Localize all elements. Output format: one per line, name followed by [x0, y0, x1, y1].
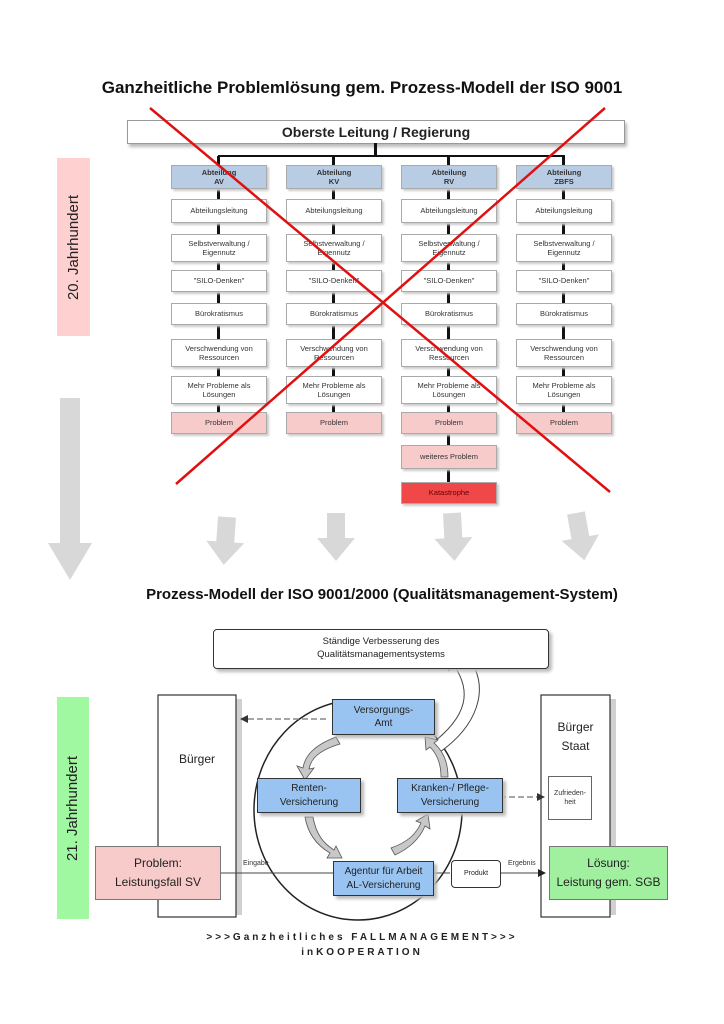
- org-chart-box: "SILO-Denken": [171, 270, 267, 292]
- small-arrow-icon: [434, 512, 473, 561]
- problem-line-1: Problem:: [133, 855, 183, 870]
- department-header-line: KV: [328, 177, 340, 186]
- catastrophe-box: Katastrophe: [401, 482, 497, 504]
- satisfaction-line-1: Zufrieden-: [554, 789, 586, 797]
- problem-box: weiteres Problem: [401, 445, 497, 469]
- rentenversicherung-line-1: Renten-: [291, 783, 327, 794]
- century-20-label: 20. Jahrhundert: [57, 158, 90, 336]
- result-label: Ergebnis: [508, 860, 536, 867]
- cross-line-1: [149, 107, 611, 493]
- right-column-label: Bürger Staat: [541, 718, 610, 756]
- org-chart-box: Abteilungsleitung: [171, 199, 267, 223]
- krankenversicherung-line-1: Kranken-/ Pflege-: [411, 783, 489, 794]
- org-chart-box: "SILO-Denken": [516, 270, 612, 292]
- cycle-arrow-icon: [424, 736, 449, 778]
- krankenversicherung-box: Kranken-/ Pflege- Versicherung: [397, 778, 503, 813]
- cycle-arrow-icon: [390, 813, 431, 856]
- satisfaction-line-2: heit: [564, 799, 576, 806]
- solution-box: Lösung: Leistung gem. SGB: [549, 846, 668, 900]
- department-header-line: RV: [443, 177, 455, 186]
- arrow-head-icon: [240, 715, 248, 723]
- department-header-line: ZBFS: [554, 177, 574, 186]
- krankenversicherung-line-2: Versicherung: [420, 796, 480, 808]
- problem-box: Problem: [516, 412, 612, 434]
- org-chart-box: Selbstverwaltung / Eigennutz: [516, 234, 612, 262]
- footer-line-2: inKOOPERATION: [301, 947, 423, 958]
- solution-line-2: Leistung gem. SGB: [556, 875, 661, 889]
- improvement-box: Ständige Verbesserung des Qualitätsmanag…: [213, 629, 549, 669]
- problem-line-2: Leistungsfall SV: [114, 875, 202, 889]
- department-header-line: Abteilung: [546, 167, 582, 177]
- rentenversicherung-box: Renten- Versicherung: [257, 778, 361, 813]
- right-label-line-1: Bürger: [557, 720, 594, 734]
- connector: [218, 155, 565, 157]
- cycle-arrow-icon: [296, 736, 341, 781]
- org-chart-box: Bürokratismus: [401, 303, 497, 325]
- org-chart-box: Mehr Probleme als Lösungen: [401, 376, 497, 404]
- agentur-line-2: AL-Versicherung: [346, 879, 421, 891]
- right-label-line-2: Staat: [561, 739, 590, 754]
- big-down-arrow-icon: [48, 398, 92, 580]
- versorgungsamt-line-2: Amt: [374, 718, 393, 729]
- org-chart-box: "SILO-Denken": [401, 270, 497, 292]
- solution-line-1: Lösung:: [587, 855, 630, 870]
- org-chart-box: Verschwendung von Ressourcen: [286, 339, 382, 367]
- product-box: Produkt: [451, 860, 501, 888]
- problem-box: Problem: Leistungsfall SV: [95, 846, 221, 900]
- cross-line-2: [175, 107, 606, 485]
- input-label: Eingabe: [243, 860, 269, 867]
- org-chart-box: Abteilungsleitung: [286, 199, 382, 223]
- problem-box: Problem: [171, 412, 267, 434]
- org-chart-box: Bürokratismus: [171, 303, 267, 325]
- top-management-box: Oberste Leitung / Regierung: [127, 120, 625, 144]
- org-chart-box: Verschwendung von Ressourcen: [171, 339, 267, 367]
- versorgungsamt-line-1: Versorgungs-: [353, 704, 414, 716]
- problem-box: Problem: [286, 412, 382, 434]
- versorgungsamt-box: Versorgungs- Amt: [332, 699, 435, 735]
- agentur-fuer-arbeit-box: Agentur für Arbeit AL-Versicherung: [333, 861, 434, 896]
- problem-box: Problem: [401, 412, 497, 434]
- org-chart-box: "SILO-Denken": [286, 270, 382, 292]
- transition-arrows: [48, 398, 600, 580]
- satisfaction-box: Zufrieden- heit: [548, 776, 592, 820]
- improvement-line-1: Ständige Verbesserung des: [322, 636, 440, 648]
- org-chart-box: Abteilungsleitung: [516, 199, 612, 223]
- department-header-line: Abteilung: [316, 167, 352, 177]
- org-chart-box: Verschwendung von Ressourcen: [516, 339, 612, 367]
- cycle-arrow-icon: [304, 816, 343, 859]
- sub-title: Prozess-Modell der ISO 9001/2000 (Qualit…: [146, 586, 618, 603]
- org-chart-box: Selbstverwaltung / Eigennutz: [171, 234, 267, 262]
- org-chart-box: Mehr Probleme als Lösungen: [516, 376, 612, 404]
- rentenversicherung-line-2: Versicherung: [279, 796, 339, 808]
- footer-line-1: >>>Ganzheitliches FALLMANAGEMENT>>>: [206, 932, 518, 943]
- small-arrow-icon: [317, 513, 355, 561]
- small-arrow-icon: [206, 516, 245, 565]
- org-chart-box: Bürokratismus: [286, 303, 382, 325]
- cross-out-mark: [149, 107, 611, 493]
- small-arrow-icon: [561, 511, 600, 561]
- org-chart-box: Bürokratismus: [516, 303, 612, 325]
- department-header-line: Abteilung: [431, 167, 467, 177]
- agentur-line-1: Agentur für Arbeit: [344, 866, 423, 877]
- department-header-line: Abteilung: [201, 167, 237, 177]
- department-header-line: AV: [214, 177, 224, 186]
- connector: [374, 143, 377, 157]
- arrow-head-icon: [537, 793, 545, 801]
- century-21-label: 21. Jahrhundert: [57, 697, 89, 919]
- org-chart-box: Mehr Probleme als Lösungen: [171, 376, 267, 404]
- left-column-label: Bürger: [178, 752, 216, 766]
- arrow-head-icon: [538, 869, 546, 877]
- main-title: Ganzheitliche Problemlösung gem. Prozess…: [101, 78, 623, 97]
- org-chart-box: Mehr Probleme als Lösungen: [286, 376, 382, 404]
- improvement-line-2: Qualitätsmanagementsystems: [317, 649, 445, 660]
- org-chart-box: Abteilungsleitung: [401, 199, 497, 223]
